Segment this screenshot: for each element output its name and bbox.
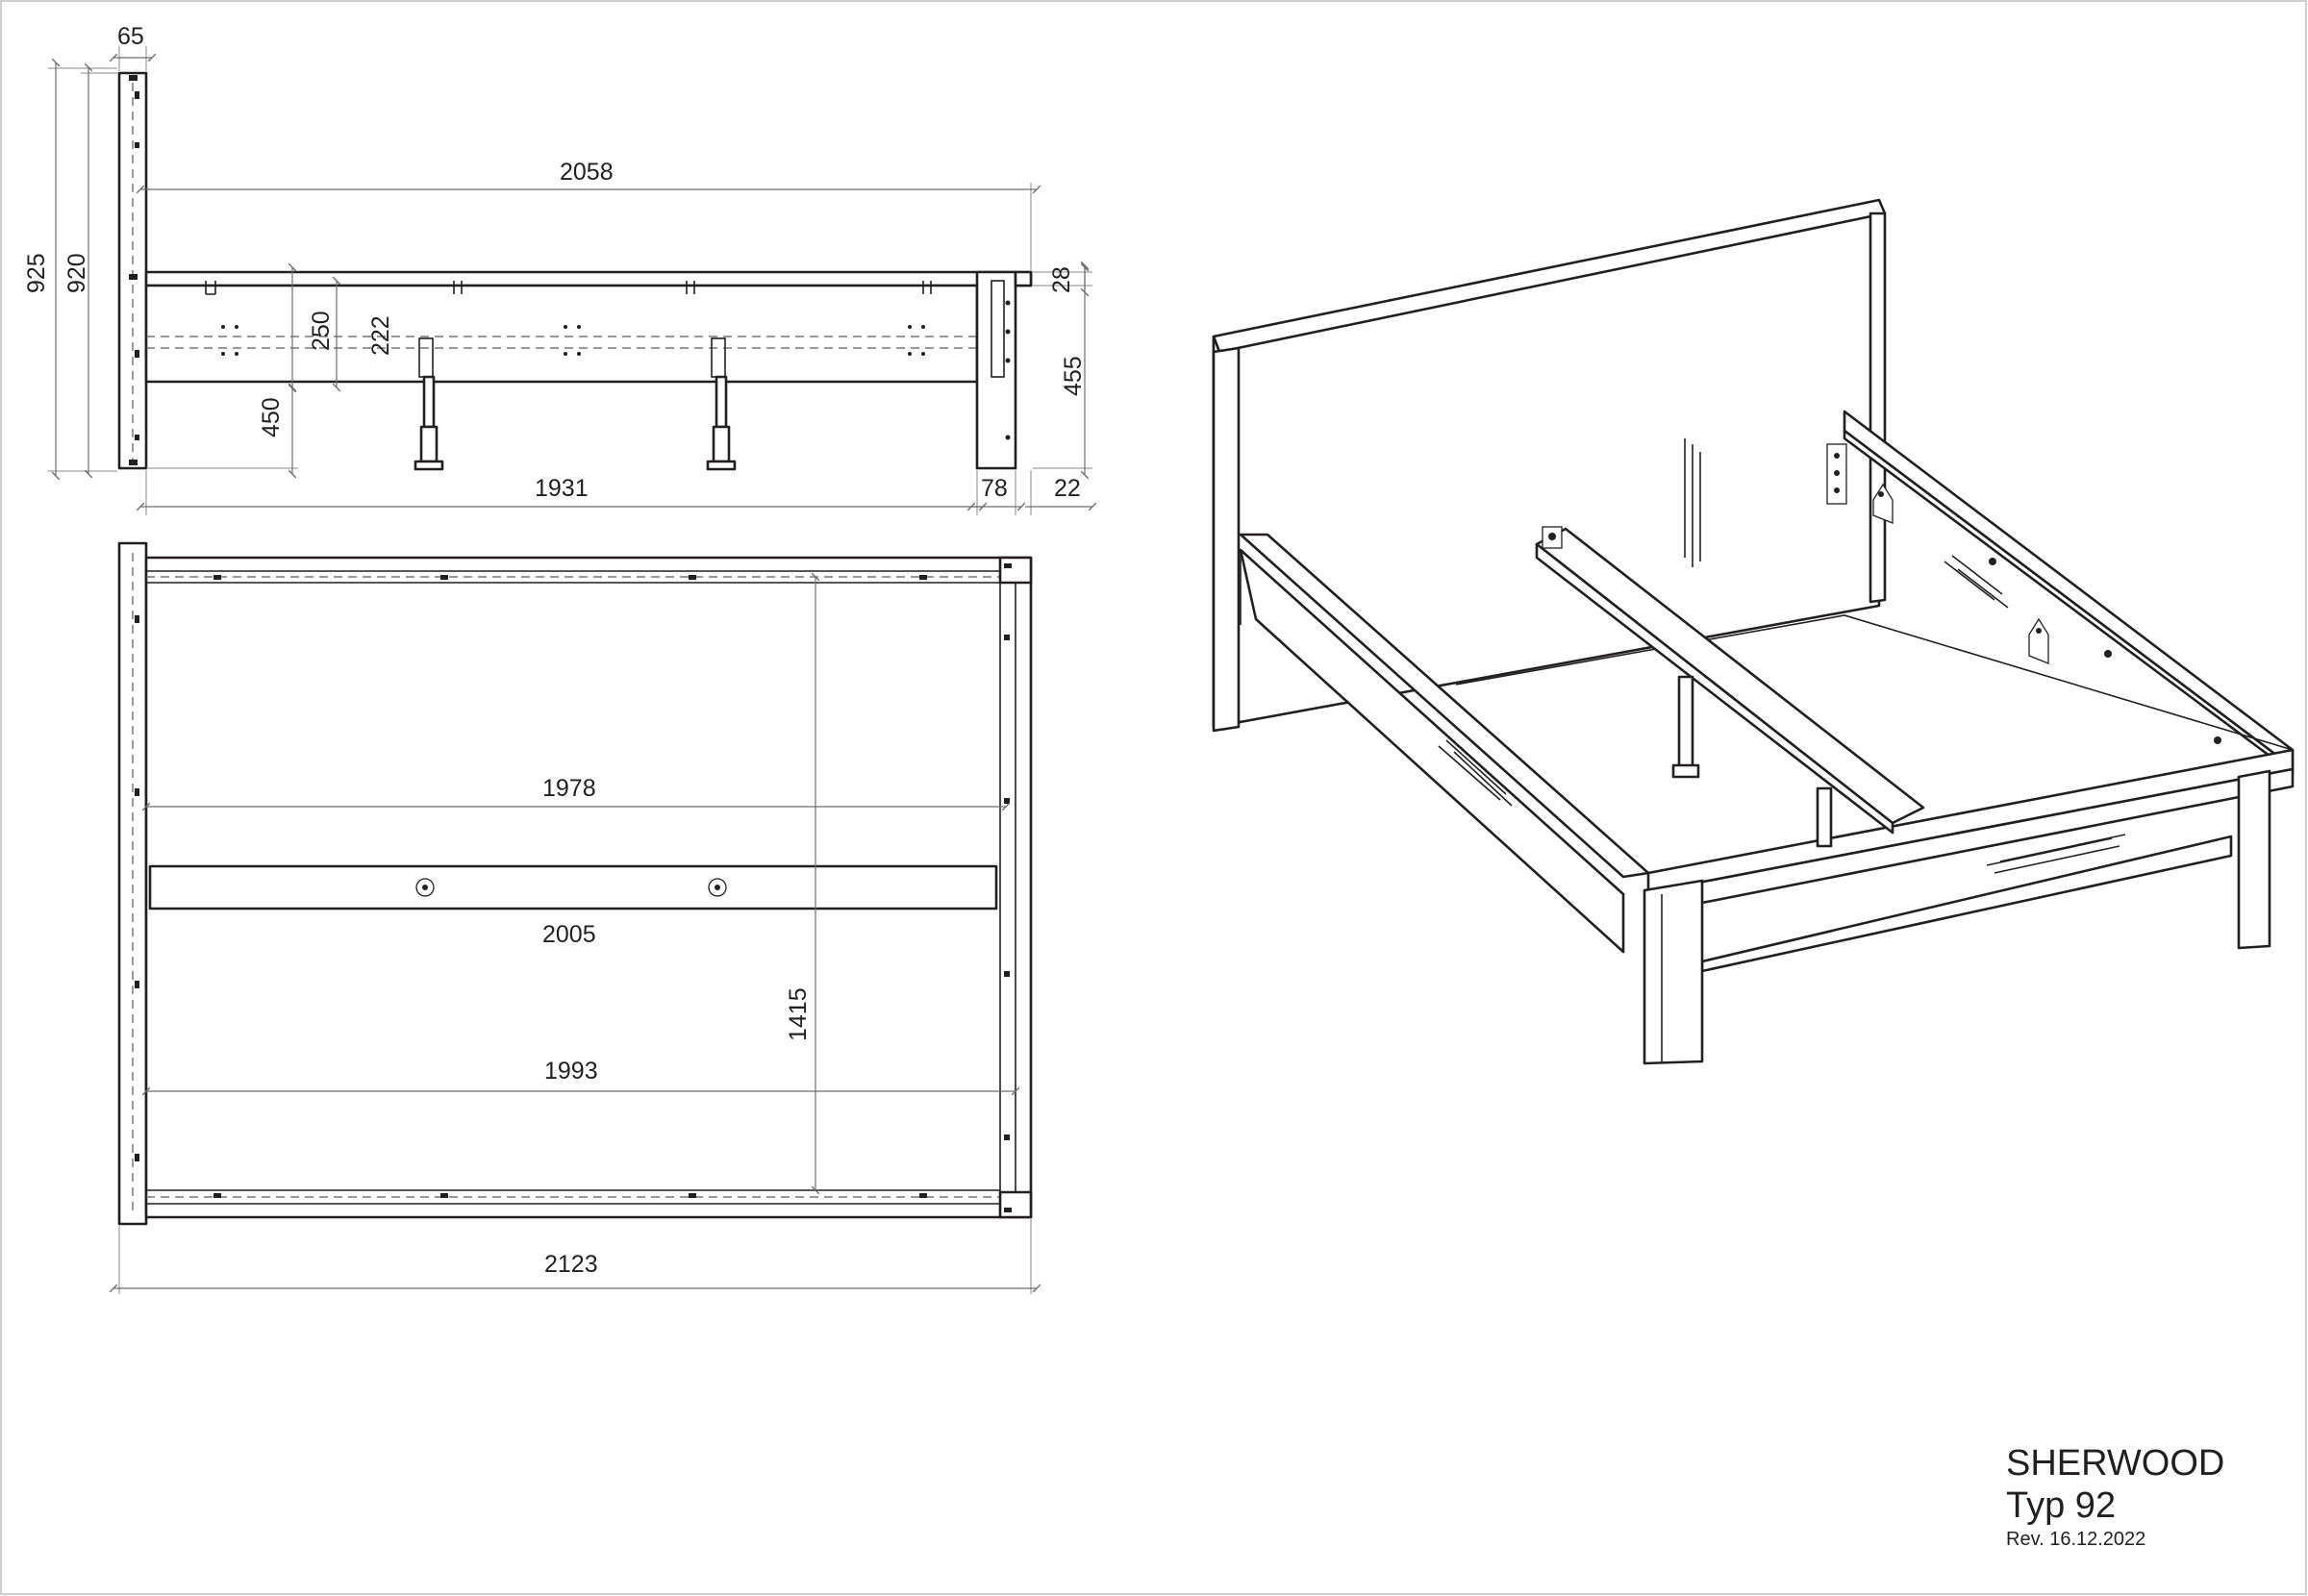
- slat-knob-left: [415, 878, 435, 897]
- isometric-view: [1212, 198, 2295, 1065]
- dim-slat-length: 2005: [542, 921, 596, 948]
- dim-headboard-height: 920: [63, 253, 90, 293]
- dim-foot-offset: 22: [1054, 475, 1081, 502]
- dim-total-length: 2123: [544, 1251, 598, 1278]
- dim-foot-height: 455: [1060, 356, 1087, 396]
- slat-knob-right: [708, 878, 727, 897]
- bracket-right-2: [2028, 617, 2049, 664]
- dim-inner-width: 1415: [785, 987, 812, 1041]
- dim-leg-width: 78: [981, 475, 1008, 502]
- dim-inner-length: 1931: [535, 475, 589, 502]
- dim-frame-length: 2058: [560, 159, 614, 186]
- bracket-slat: [1542, 526, 1563, 549]
- dim-total-height: 925: [23, 253, 50, 293]
- revision-date: Rev. 16.12.2022: [2006, 1529, 2146, 1550]
- title-block: SHERWOOD Typ 92 Rev. 16.12.2022: [2006, 1442, 2224, 1552]
- side-view: 65 925 920 2058 28 455 250 222 450: [23, 23, 1097, 515]
- dim-headboard-thickness: 65: [117, 23, 144, 50]
- top-view: 1978 2005 1415 1993 2123: [109, 541, 1041, 1294]
- bracket-headboard: [1826, 443, 1847, 505]
- product-type: Typ 92: [2006, 1485, 2117, 1526]
- bracket-right-1: [1872, 483, 1894, 524]
- dim-inner-length-lower: 1993: [544, 1058, 598, 1085]
- dim-top-board: 28: [1048, 266, 1075, 293]
- dim-inner-length-upper: 1978: [542, 775, 596, 802]
- dim-rail-inner: 222: [367, 315, 394, 356]
- product-name: SHERWOOD: [2006, 1443, 2225, 1484]
- dim-under-height: 450: [258, 397, 285, 437]
- dim-rail-height: 250: [308, 311, 335, 351]
